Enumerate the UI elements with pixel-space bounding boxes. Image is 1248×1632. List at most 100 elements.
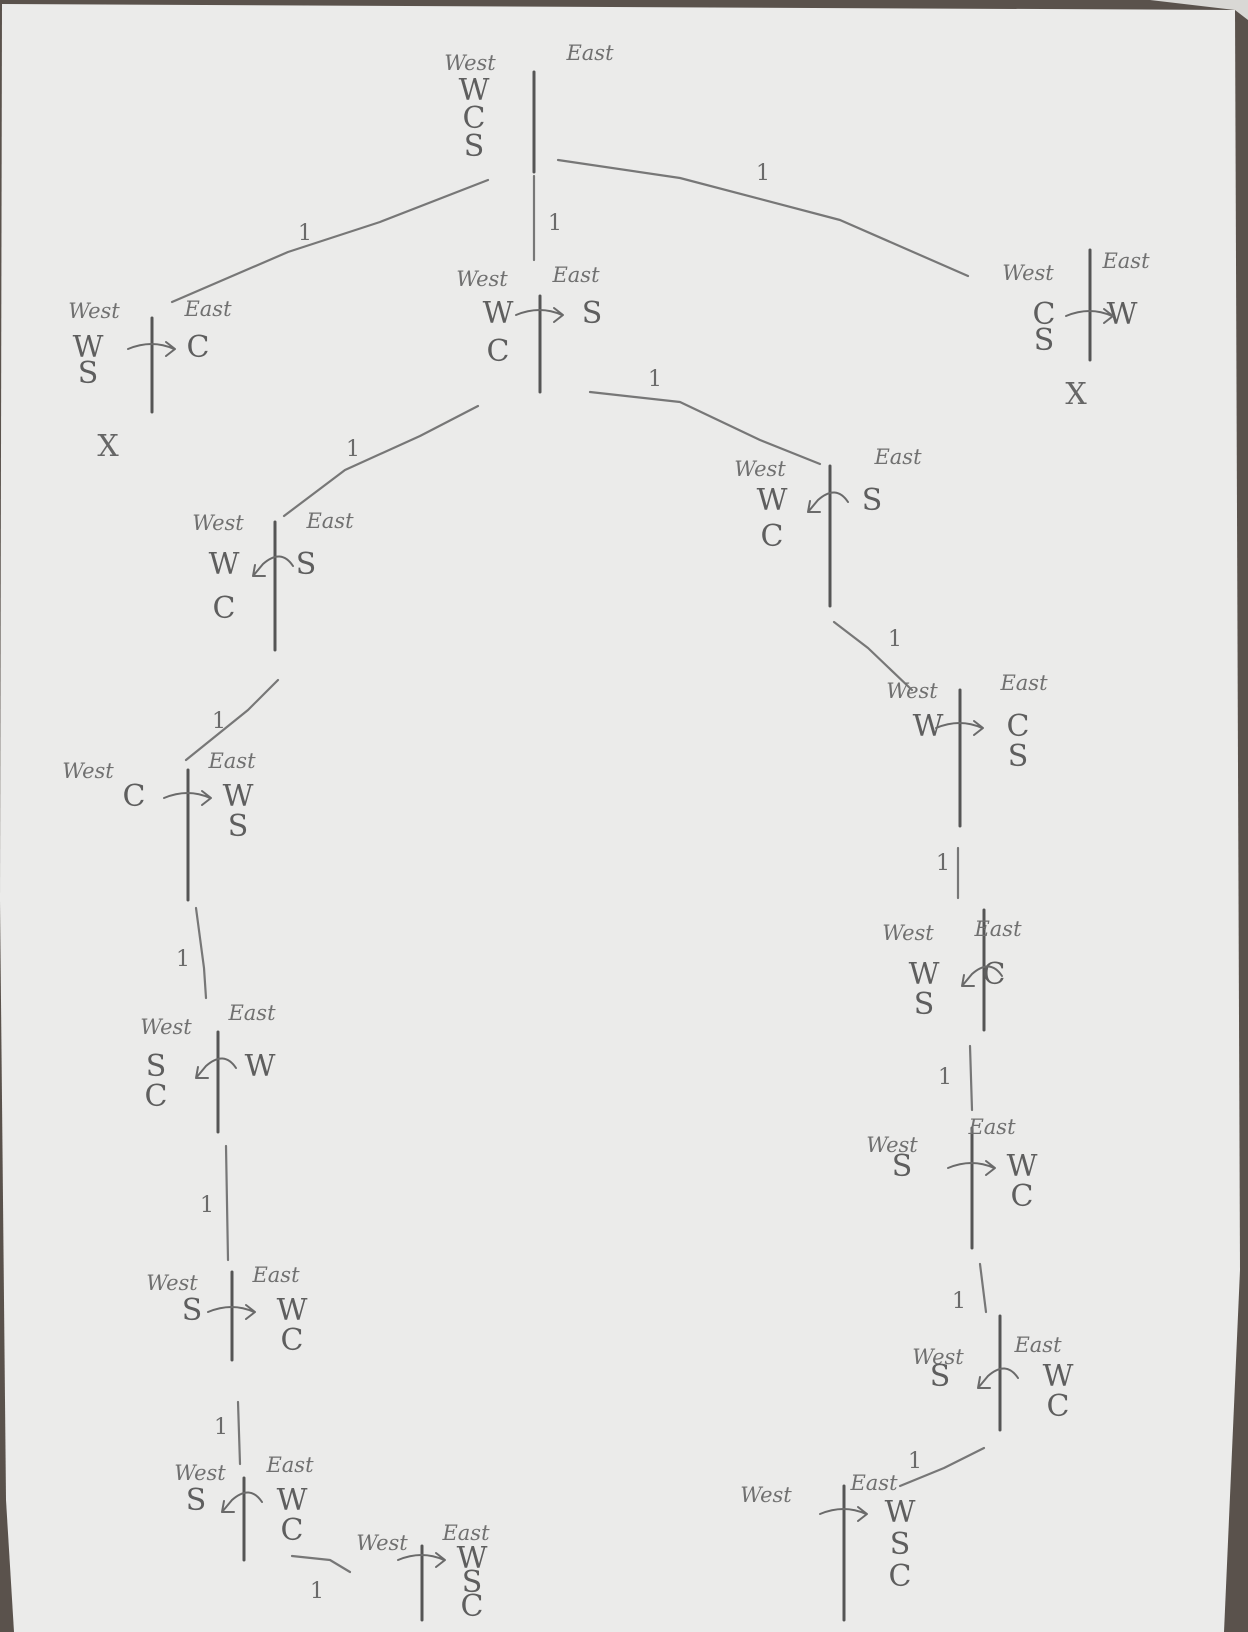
west-item-s: S	[146, 1049, 167, 1084]
crossing-arrow-left	[807, 491, 849, 513]
east-bank-label: East	[873, 445, 922, 469]
west-item-w: W	[73, 330, 104, 365]
west-item-s: S	[464, 129, 485, 164]
edge-weight-label: 1	[908, 1449, 922, 1474]
west-item-w: W	[209, 547, 240, 582]
crossing-arrow-left	[252, 555, 294, 577]
crossing-arrow-left	[221, 1491, 263, 1513]
east-bank-label: East	[973, 917, 1022, 941]
east-item-w: W	[885, 1495, 916, 1530]
edge-weight-label: 1	[176, 947, 190, 972]
edge-line	[898, 1446, 986, 1488]
edge-line	[290, 1554, 352, 1574]
edge-weight-label: 1	[298, 221, 312, 246]
west-bank-label: West	[192, 511, 244, 535]
edge-line	[832, 620, 914, 692]
edge-line	[968, 1044, 974, 1112]
east-item-c: C	[1047, 1389, 1070, 1424]
crossing-arrow-left	[977, 1367, 1019, 1389]
east-item-w: W	[277, 1483, 308, 1518]
west-item-w: W	[757, 483, 788, 518]
west-bank-label: West	[866, 1133, 918, 1157]
west-item-s: S	[930, 1359, 951, 1394]
edge-weight-label: 1	[310, 1579, 324, 1604]
west-item-s: S	[892, 1149, 913, 1184]
edge-weight-label: 1	[548, 211, 562, 236]
paper-shadow-top	[1150, 0, 1248, 20]
west-item-s: S	[182, 1293, 203, 1328]
east-bank-label: East	[183, 297, 232, 321]
west-bank-label: West	[174, 1461, 226, 1485]
west-bank-label: West	[740, 1483, 792, 1507]
east-item-w: W	[245, 1049, 276, 1084]
west-item-c: C	[145, 1079, 168, 1114]
east-bank-label: East	[999, 671, 1048, 695]
west-item-c: C	[213, 591, 236, 626]
east-bank-label: East	[207, 749, 256, 773]
east-item-w: W	[1043, 1359, 1074, 1394]
east-bank-label: East	[967, 1115, 1016, 1139]
dead-end-marker: X	[1065, 377, 1087, 412]
edge-weight-label: 1	[936, 851, 950, 876]
east-bank-label: East	[565, 41, 614, 65]
east-item-c: C	[281, 1513, 304, 1548]
east-item-w: W	[1007, 1149, 1038, 1184]
edge-line	[224, 1144, 230, 1262]
crossing-arrow-left	[195, 1057, 237, 1079]
west-bank-label: West	[140, 1015, 192, 1039]
east-item-c: C	[889, 1559, 912, 1594]
east-item-s: S	[228, 809, 249, 844]
west-item-s: S	[1034, 323, 1055, 358]
edge-weight-label: 1	[648, 367, 662, 392]
east-item-s: S	[296, 547, 317, 582]
edge-line	[184, 678, 280, 762]
east-item-w: W	[223, 779, 254, 814]
west-bank-label: West	[456, 267, 508, 291]
east-item-s: S	[1008, 739, 1029, 774]
edge-weight-label: 1	[200, 1193, 214, 1218]
west-bank-label: West	[68, 299, 120, 323]
west-bank-label: West	[1002, 261, 1054, 285]
crossing-arrow-right	[935, 720, 984, 736]
east-item-c: C	[281, 1323, 304, 1358]
east-item-c: C	[1007, 709, 1030, 744]
east-bank-label: East	[227, 1001, 276, 1025]
west-item-w: W	[909, 957, 940, 992]
edge-line	[556, 158, 970, 278]
west-bank-label: West	[356, 1531, 408, 1555]
east-item-s: S	[862, 483, 883, 518]
east-bank-label: East	[265, 1453, 314, 1477]
edge-weight-label: 1	[938, 1065, 952, 1090]
edge-line	[588, 390, 822, 466]
crossing-arrow-left	[961, 965, 1003, 987]
crossing-arrow-right	[397, 1552, 446, 1568]
edge-weight-label: 1	[888, 627, 902, 652]
dead-end-marker: X	[97, 429, 119, 464]
edge-line	[236, 1400, 242, 1466]
edge-weight-label: 1	[346, 437, 360, 462]
west-item-s: S	[914, 987, 935, 1022]
edge-weight-label: 1	[952, 1289, 966, 1314]
edge-weight-label: 1	[212, 709, 226, 734]
west-item-c: C	[487, 334, 510, 369]
edge-line	[194, 906, 208, 1000]
edge-line	[978, 1262, 988, 1314]
west-bank-label: West	[912, 1345, 964, 1369]
west-bank-label: West	[882, 921, 934, 945]
east-item-w: W	[277, 1293, 308, 1328]
crossing-arrow-right	[163, 790, 212, 806]
crossing-arrow-right	[819, 1506, 868, 1522]
